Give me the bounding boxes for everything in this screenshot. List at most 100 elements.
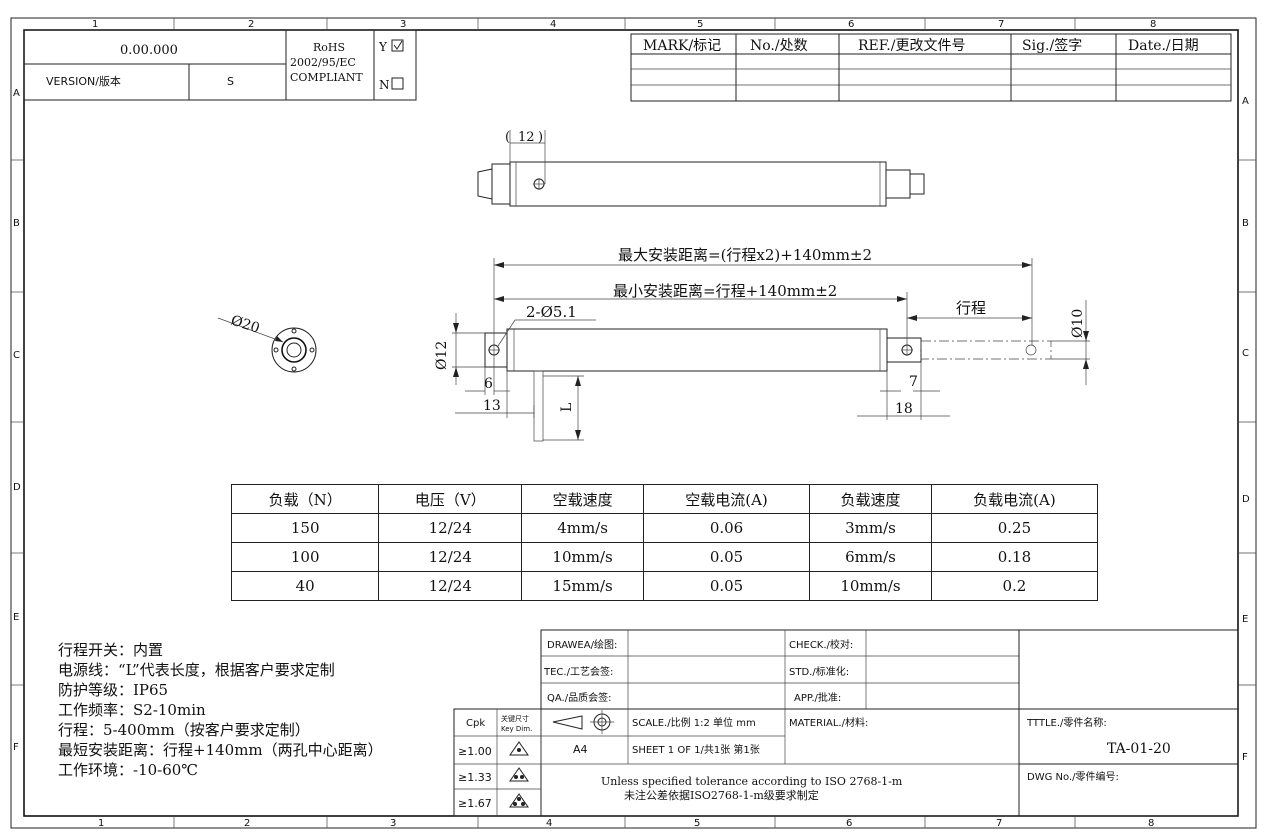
note-line: 最短安装距离：行程+140mm（两孔中心距离） [58, 741, 383, 759]
rev-header: Date./日期 [1128, 38, 1199, 54]
row-label: E [1242, 614, 1248, 625]
table-cell: 15mm/s [521, 571, 644, 601]
projection-symbol-icon [552, 710, 614, 734]
rev-header: Sig./签字 [1022, 37, 1082, 54]
top-view: 12 ( ) [477, 130, 925, 207]
dim-6: 6 [484, 376, 493, 392]
row-label: F [1242, 752, 1248, 763]
cpk-label: Cpk [466, 718, 485, 729]
note-line: 防护等级：IP65 [58, 681, 169, 699]
table-row: 100 12/24 10mm/s 0.05 6mm/s 0.18 [230, 542, 1099, 572]
triangle-icon [509, 793, 529, 808]
col-label: 6 [848, 19, 854, 30]
table-cell: 4mm/s [521, 513, 644, 543]
col-label: 1 [98, 818, 104, 829]
dim-min-install: 最小安装距离=行程+140mm±2 [613, 282, 837, 300]
dim-dia12: Ø12 [434, 341, 450, 370]
table-header: 电压（V） [378, 484, 523, 514]
tolerance-en: Unless specified tolerance according to … [601, 775, 903, 788]
dim-dia20: Ø20 [229, 313, 262, 337]
col-label: 3 [390, 818, 396, 829]
row-label: C [1242, 348, 1249, 359]
revision-table: MARK/标记 No./处数 REF./更改文件号 Sig./签字 Date./… [630, 33, 1232, 102]
key-dim-label: 关键尺寸 [501, 714, 529, 723]
check-icon [393, 40, 403, 50]
col-label: 2 [244, 818, 250, 829]
spec-table: 负载（N） 电压（V） 空载速度 空载电流(A) 负载速度 负载电流(A) 15… [230, 484, 1099, 601]
outer-border [10, 17, 1257, 829]
cpk-value: ≥1.67 [458, 797, 492, 810]
tec-label: TEC./工艺会签: [543, 665, 613, 678]
sheet-label: SHEET 1 OF 1/共1张 第1张 [632, 743, 760, 756]
table-cell: 12/24 [378, 542, 523, 572]
yes-checkbox [391, 39, 404, 52]
table-cell: 12/24 [378, 513, 523, 543]
note-line: 行程开关：内置 [58, 641, 164, 659]
table-cell: 150 [230, 513, 380, 543]
note-line: 工作频率：S2-10min [58, 701, 206, 719]
dim-7: 7 [909, 374, 918, 390]
table-cell: 10mm/s [521, 542, 644, 572]
dim-13: 13 [483, 398, 501, 414]
dim-top-width: 12 [518, 130, 535, 145]
rev-header: MARK/标记 [643, 38, 721, 54]
table-cell: 3mm/s [809, 513, 932, 543]
note-line: 工作环境：-10-60℃ [58, 761, 199, 779]
no-label: N [379, 78, 390, 92]
title-block: DRAWEA/绘图: TEC./工艺会签: QA./品质会签: CHECK./校… [453, 629, 1239, 817]
col-label: 3 [400, 19, 406, 30]
triangle-icon [509, 767, 529, 782]
col-label: 8 [1148, 818, 1154, 829]
table-cell: 0.06 [642, 513, 811, 543]
cpk-value: ≥1.33 [458, 771, 492, 784]
rohs-line: 2002/95/EC [290, 56, 356, 69]
tolerance-cn: 未注公差依据ISO2768-1-m级要求制定 [624, 788, 819, 802]
note-line: 行程：5-400mm（按客户要求定制） [58, 721, 310, 739]
front-view: 最大安装距离=(行程x2)+140mm±2 最小安装距离=行程+140mm±2 … [434, 246, 1090, 442]
triangle-icon [509, 741, 529, 756]
table-cell: 12/24 [378, 571, 523, 601]
rohs-line: RoHS [313, 41, 345, 54]
table-cell: 0.05 [642, 571, 811, 601]
table-cell: 0.05 [642, 542, 811, 572]
rohs-block: RoHS 2002/95/EC COMPLIANT Y N [285, 29, 417, 101]
version-value: 0.00.000 [120, 43, 178, 58]
col-label: 7 [996, 818, 1002, 829]
rohs-line: COMPLIANT [290, 71, 363, 84]
table-cell: 6mm/s [809, 542, 932, 572]
dwg-label: DWG No./零件编号: [1027, 770, 1119, 783]
dim-L: L [559, 403, 575, 412]
title-label: TTTLE./零件名称: [1026, 716, 1107, 729]
row-label: E [13, 612, 19, 623]
col-label: 6 [846, 818, 852, 829]
dim-stroke: 行程 [956, 299, 986, 317]
end-view: Ø20 [217, 313, 317, 373]
rev-header: REF./更改文件号 [858, 38, 965, 54]
row-label: C [13, 350, 20, 361]
app-label: APP./批准: [794, 691, 841, 704]
table-cell: 100 [230, 542, 380, 572]
yes-label: Y [378, 40, 388, 54]
table-row: 150 12/24 4mm/s 0.06 3mm/s 0.25 [230, 513, 1099, 543]
scale-label: SCALE./比例 1:2 单位 mm [632, 716, 756, 729]
table-cell: 0.25 [930, 513, 1099, 543]
table-cell: 40 [230, 571, 380, 601]
col-label: 4 [550, 19, 556, 30]
title-value: TA-01-20 [1107, 741, 1171, 757]
version-block: 0.00.000 VERSION/版本 S [23, 29, 287, 101]
row-label: A [13, 88, 20, 99]
key-dim-label: Key Dim. [501, 725, 532, 733]
table-header: 空载速度 [521, 484, 644, 514]
no-checkbox [391, 77, 404, 90]
version-label: VERSION/版本 [46, 74, 121, 88]
table-header: 负载（N） [230, 484, 380, 514]
table-row: 40 12/24 15mm/s 0.05 10mm/s 0.2 [230, 571, 1099, 601]
table-header: 空载电流(A) [642, 484, 811, 514]
svg-text:): ) [538, 130, 543, 145]
qa-label: QA./品质会签: [547, 691, 611, 704]
row-label: F [13, 742, 19, 753]
table-cell: 0.18 [930, 542, 1099, 572]
sheet-size: A4 [573, 743, 588, 756]
note-line: 电源线：“L”代表长度，根据客户要求定制 [58, 661, 335, 679]
